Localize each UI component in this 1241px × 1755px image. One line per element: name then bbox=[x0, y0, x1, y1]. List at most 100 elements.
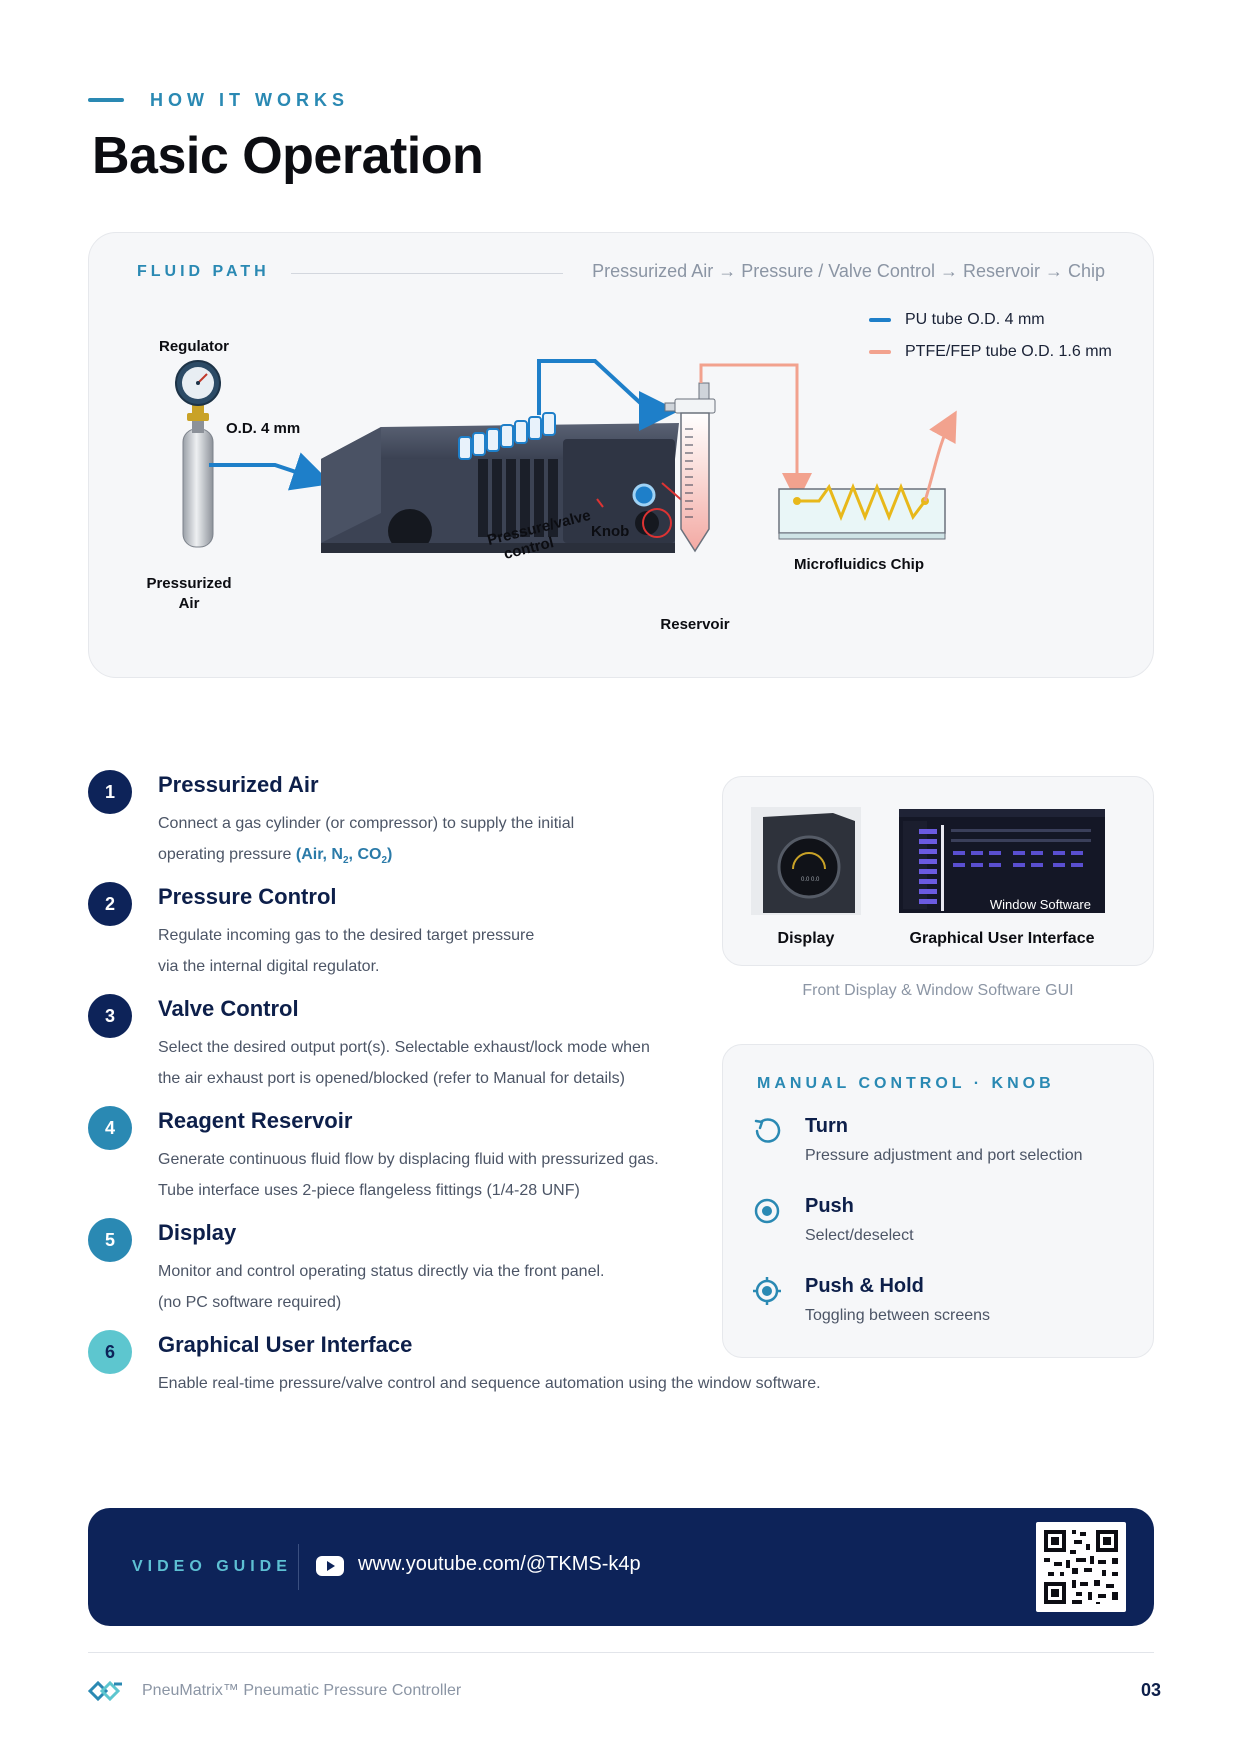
step-desc: Regulate incoming gas to the desired tar… bbox=[158, 920, 534, 982]
display-gui-card: 0.0 0.0 bbox=[722, 776, 1154, 966]
display-caption: Front Display & Window Software GUI bbox=[802, 982, 1074, 999]
qr-code-icon bbox=[1044, 1530, 1118, 1604]
step-desc: Select the desired output port(s). Selec… bbox=[158, 1032, 650, 1094]
gas-co: , CO bbox=[348, 846, 382, 863]
gas-n-subscript: 2 bbox=[342, 855, 349, 867]
eyebrow-text: HOW IT WORKS bbox=[150, 89, 349, 110]
control-push: Push Select/deselect bbox=[753, 1195, 1133, 1255]
video-url-link[interactable]: www.youtube.com/@TKMS-k4p bbox=[358, 1553, 641, 1575]
footer-product: PneuMatrix™ Pneumatic Pressure Controlle… bbox=[142, 1682, 462, 1699]
control-desc: Toggling between screens bbox=[805, 1307, 991, 1324]
step-desc-line-1: Regulate incoming gas to the desired tar… bbox=[158, 927, 535, 944]
step-desc: Monitor and control operating status dir… bbox=[158, 1256, 604, 1318]
page-number: 03 bbox=[1140, 1680, 1161, 1700]
youtube-icon bbox=[316, 1556, 344, 1576]
step-title: Valve Control bbox=[158, 996, 299, 1021]
video-guide-banner: VIDEO GUIDE www.youtube.com/@TKMS-k4p bbox=[88, 1508, 1154, 1626]
step-desc: Connect a gas cylinder (or compressor) t… bbox=[158, 808, 574, 876]
legend-pu-label: PU tube O.D. 4 mm bbox=[905, 311, 1045, 328]
footer-rule bbox=[88, 1652, 1154, 1653]
legend-ptfe-swatch bbox=[869, 350, 891, 354]
pu-tube-outlet bbox=[537, 359, 679, 431]
control-title: Push & Hold bbox=[805, 1275, 924, 1297]
step-desc-line-1: Enable real-time pressure/valve control … bbox=[158, 1375, 821, 1392]
pu-tube-inlet bbox=[209, 452, 333, 491]
gas-air-n: (Air, N bbox=[295, 846, 343, 863]
knob-label: Knob bbox=[591, 523, 629, 540]
step-number: 3 bbox=[88, 994, 132, 1038]
gas-list: (Air, N2, CO2) bbox=[295, 846, 393, 867]
fluid-path-rule bbox=[291, 273, 563, 274]
controller-box bbox=[321, 423, 679, 553]
step-desc-line-2: via the internal digital regulator. bbox=[158, 958, 380, 975]
gui-screenshot: Window Software bbox=[899, 809, 1105, 913]
legend-ptfe-label: PTFE/FEP tube O.D. 1.6 mm bbox=[905, 343, 1112, 360]
step-desc-line-1: Connect a gas cylinder (or compressor) t… bbox=[158, 815, 575, 832]
step-1: 1 Pressurized Air Connect a gas cylinder… bbox=[88, 770, 728, 870]
step-desc-line-2: (no PC software required) bbox=[158, 1294, 342, 1311]
step-number: 2 bbox=[88, 882, 132, 926]
gas-co-subscript: 2 bbox=[381, 855, 387, 867]
reservoir-tube bbox=[664, 382, 716, 553]
display-gui-images: 0.0 0.0 bbox=[751, 807, 1105, 947]
control-title: Turn bbox=[805, 1115, 848, 1137]
fluid-path-diagram: Regulator O.D. 4 mm Pressurized Air bbox=[146, 338, 957, 633]
video-separator bbox=[298, 1544, 299, 1590]
control-title: Push bbox=[805, 1195, 854, 1217]
control-desc: Select/deselect bbox=[805, 1227, 914, 1244]
pressurized-air-label-2: Air bbox=[179, 595, 200, 612]
control-desc: Pressure adjustment and port selection bbox=[805, 1147, 1083, 1164]
regulator-label: Regulator bbox=[159, 338, 229, 355]
regulator-gauge bbox=[175, 360, 221, 415]
video-guide-label: VIDEO GUIDE bbox=[132, 1558, 292, 1575]
qr-code[interactable] bbox=[1036, 1522, 1126, 1612]
step-title: Graphical User Interface bbox=[158, 1332, 413, 1357]
step-title: Display bbox=[158, 1220, 237, 1245]
legend-pu-tube: PU tube O.D. 4 mm bbox=[869, 311, 1045, 329]
output-ports bbox=[458, 412, 556, 460]
manual-control-card: MANUAL CONTROL · KNOB Turn Pressure adju… bbox=[722, 1044, 1154, 1358]
microfluidics-chip bbox=[778, 482, 946, 540]
step-2: 2 Pressure Control Regulate incoming gas… bbox=[88, 882, 728, 982]
svg-text:0.0 0.0: 0.0 0.0 bbox=[801, 877, 820, 883]
ptfe-tube-inlet bbox=[699, 363, 812, 503]
step-4: 4 Reagent Reservoir Generate continuous … bbox=[88, 1106, 728, 1206]
push-hold-icon bbox=[753, 1277, 781, 1305]
od-label: O.D. 4 mm bbox=[226, 420, 300, 437]
step-desc-line-2: operating pressure bbox=[158, 846, 296, 863]
step-number: 4 bbox=[88, 1106, 132, 1150]
step-number: 1 bbox=[88, 770, 132, 814]
eyebrow-line bbox=[88, 98, 124, 102]
control-push-hold: Push & Hold Toggling between screens bbox=[753, 1275, 1133, 1335]
eyebrow: HOW IT WORKS bbox=[88, 88, 349, 112]
rotate-icon bbox=[754, 1118, 781, 1143]
gui-label: Graphical User Interface bbox=[910, 930, 1095, 947]
legend-pu-swatch bbox=[869, 318, 891, 322]
gui-overlay-text: Window Software bbox=[990, 897, 1091, 912]
gas-cylinder bbox=[182, 413, 214, 548]
pressurized-air-label-1: Pressurized bbox=[146, 575, 231, 592]
step-desc: Generate continuous fluid flow by displa… bbox=[158, 1144, 659, 1206]
display-label: Display bbox=[778, 930, 835, 947]
step-desc-line-1: Generate continuous fluid flow by displa… bbox=[158, 1151, 659, 1168]
gas-close: ) bbox=[387, 846, 393, 863]
brand-logo-icon bbox=[88, 1680, 122, 1702]
ptfe-tube-outlet bbox=[923, 410, 957, 502]
step-title: Pressurized Air bbox=[158, 772, 319, 797]
chip-label: Microfluidics Chip bbox=[794, 556, 924, 573]
push-icon bbox=[754, 1198, 780, 1224]
device-display-photo: 0.0 0.0 bbox=[751, 807, 861, 915]
step-desc-line-1: Select the desired output port(s). Selec… bbox=[158, 1039, 650, 1056]
reservoir-label: Reservoir bbox=[660, 616, 729, 633]
fluid-path-flow: Pressurized Air → Pressure / Valve Contr… bbox=[592, 261, 1105, 281]
step-title: Reagent Reservoir bbox=[158, 1108, 353, 1133]
step-desc-line-2: the air exhaust port is opened/blocked (… bbox=[158, 1070, 625, 1087]
step-desc-line-1: Monitor and control operating status dir… bbox=[158, 1263, 605, 1280]
step-6: 6 Graphical User Interface Enable real-t… bbox=[88, 1330, 988, 1410]
fluid-path-label: FLUID PATH bbox=[137, 263, 270, 280]
step-number: 6 bbox=[88, 1330, 132, 1374]
control-turn: Turn Pressure adjustment and port select… bbox=[753, 1115, 1133, 1175]
step-number: 5 bbox=[88, 1218, 132, 1262]
manual-control-label: MANUAL CONTROL · KNOB bbox=[757, 1075, 1055, 1092]
step-5: 5 Display Monitor and control operating … bbox=[88, 1218, 728, 1318]
